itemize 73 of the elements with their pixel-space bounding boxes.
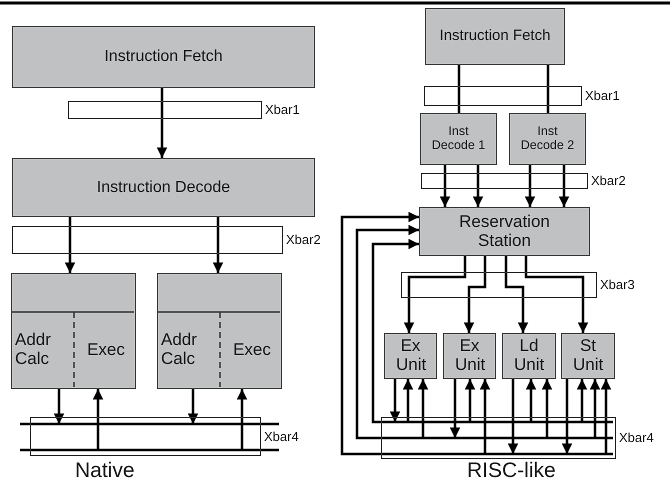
execution-unit-box	[157, 273, 282, 389]
crossbar-label: Xbar2	[286, 232, 321, 247]
crossbar	[68, 101, 262, 119]
box-label: Exec	[232, 338, 272, 361]
process-box	[384, 333, 437, 379]
box-label: Ld Unit	[514, 337, 544, 375]
box-label: Ex Unit	[455, 337, 484, 375]
crossbar	[421, 173, 588, 189]
arrow	[578, 298, 588, 333]
arrow	[64, 254, 76, 273]
crossbar-label: Xbar1	[585, 88, 620, 103]
arrow	[156, 119, 168, 158]
arrow	[356, 224, 419, 440]
arrow	[558, 189, 570, 207]
box-label: Addr Calc	[161, 329, 198, 370]
arrow	[542, 379, 552, 438]
arrow	[212, 254, 224, 273]
arrow	[340, 212, 419, 456]
box-label: Exec	[86, 338, 126, 361]
crossbar	[401, 272, 597, 298]
process-box	[443, 333, 496, 379]
crossbar	[30, 417, 261, 456]
process-box	[502, 333, 556, 379]
box-label: Reservation Station	[458, 212, 551, 250]
process-box	[561, 333, 615, 379]
crossbar-label: Xbar2	[591, 173, 626, 188]
process-box	[12, 26, 315, 88]
crossbar-label: Xbar4	[619, 430, 654, 445]
arrow	[464, 379, 476, 422]
arrow	[372, 238, 419, 424]
arrow	[464, 298, 474, 333]
arrow	[526, 379, 536, 422]
arrow	[404, 298, 414, 333]
box-label: Inst Decode 2	[520, 125, 576, 153]
process-box	[420, 113, 497, 165]
box-label: St Unit	[573, 337, 603, 375]
arrow	[600, 379, 612, 454]
arrow	[524, 189, 536, 207]
panel-caption: Native	[75, 459, 135, 483]
box-label: Instruction Fetch	[104, 48, 223, 66]
panel-caption: RISC-like	[467, 459, 556, 483]
process-box	[509, 113, 586, 165]
arrow	[480, 379, 490, 454]
arrow	[518, 298, 528, 333]
arrow	[576, 379, 588, 422]
arrow	[390, 379, 400, 422]
crossbar-label: Xbar4	[264, 428, 299, 444]
arrow	[188, 389, 198, 424]
arrow	[402, 379, 414, 422]
box-label: Ex Unit	[396, 337, 425, 375]
process-box	[12, 158, 315, 217]
box-label: Addr Calc	[15, 329, 52, 370]
box-label: Instruction Decode	[96, 178, 230, 196]
crossbar	[12, 226, 283, 254]
arrow	[590, 379, 600, 438]
crossbar	[424, 86, 582, 106]
arrow	[92, 389, 104, 450]
arrow	[562, 379, 572, 454]
arrow	[450, 379, 460, 438]
crossbar-label: Xbar3	[600, 277, 635, 292]
arrow	[508, 379, 518, 454]
crossbar	[381, 417, 616, 459]
arrow	[418, 379, 428, 438]
arrow	[236, 389, 248, 450]
execution-unit-box	[11, 273, 136, 389]
process-box	[419, 207, 590, 256]
arrow	[472, 189, 484, 207]
arrow	[440, 189, 450, 207]
arrow	[54, 389, 64, 424]
crossbar-label: Xbar1	[265, 102, 300, 117]
process-box	[425, 8, 565, 65]
box-label: Inst Decode 1	[430, 125, 486, 153]
box-label: Instruction Fetch	[440, 28, 550, 45]
